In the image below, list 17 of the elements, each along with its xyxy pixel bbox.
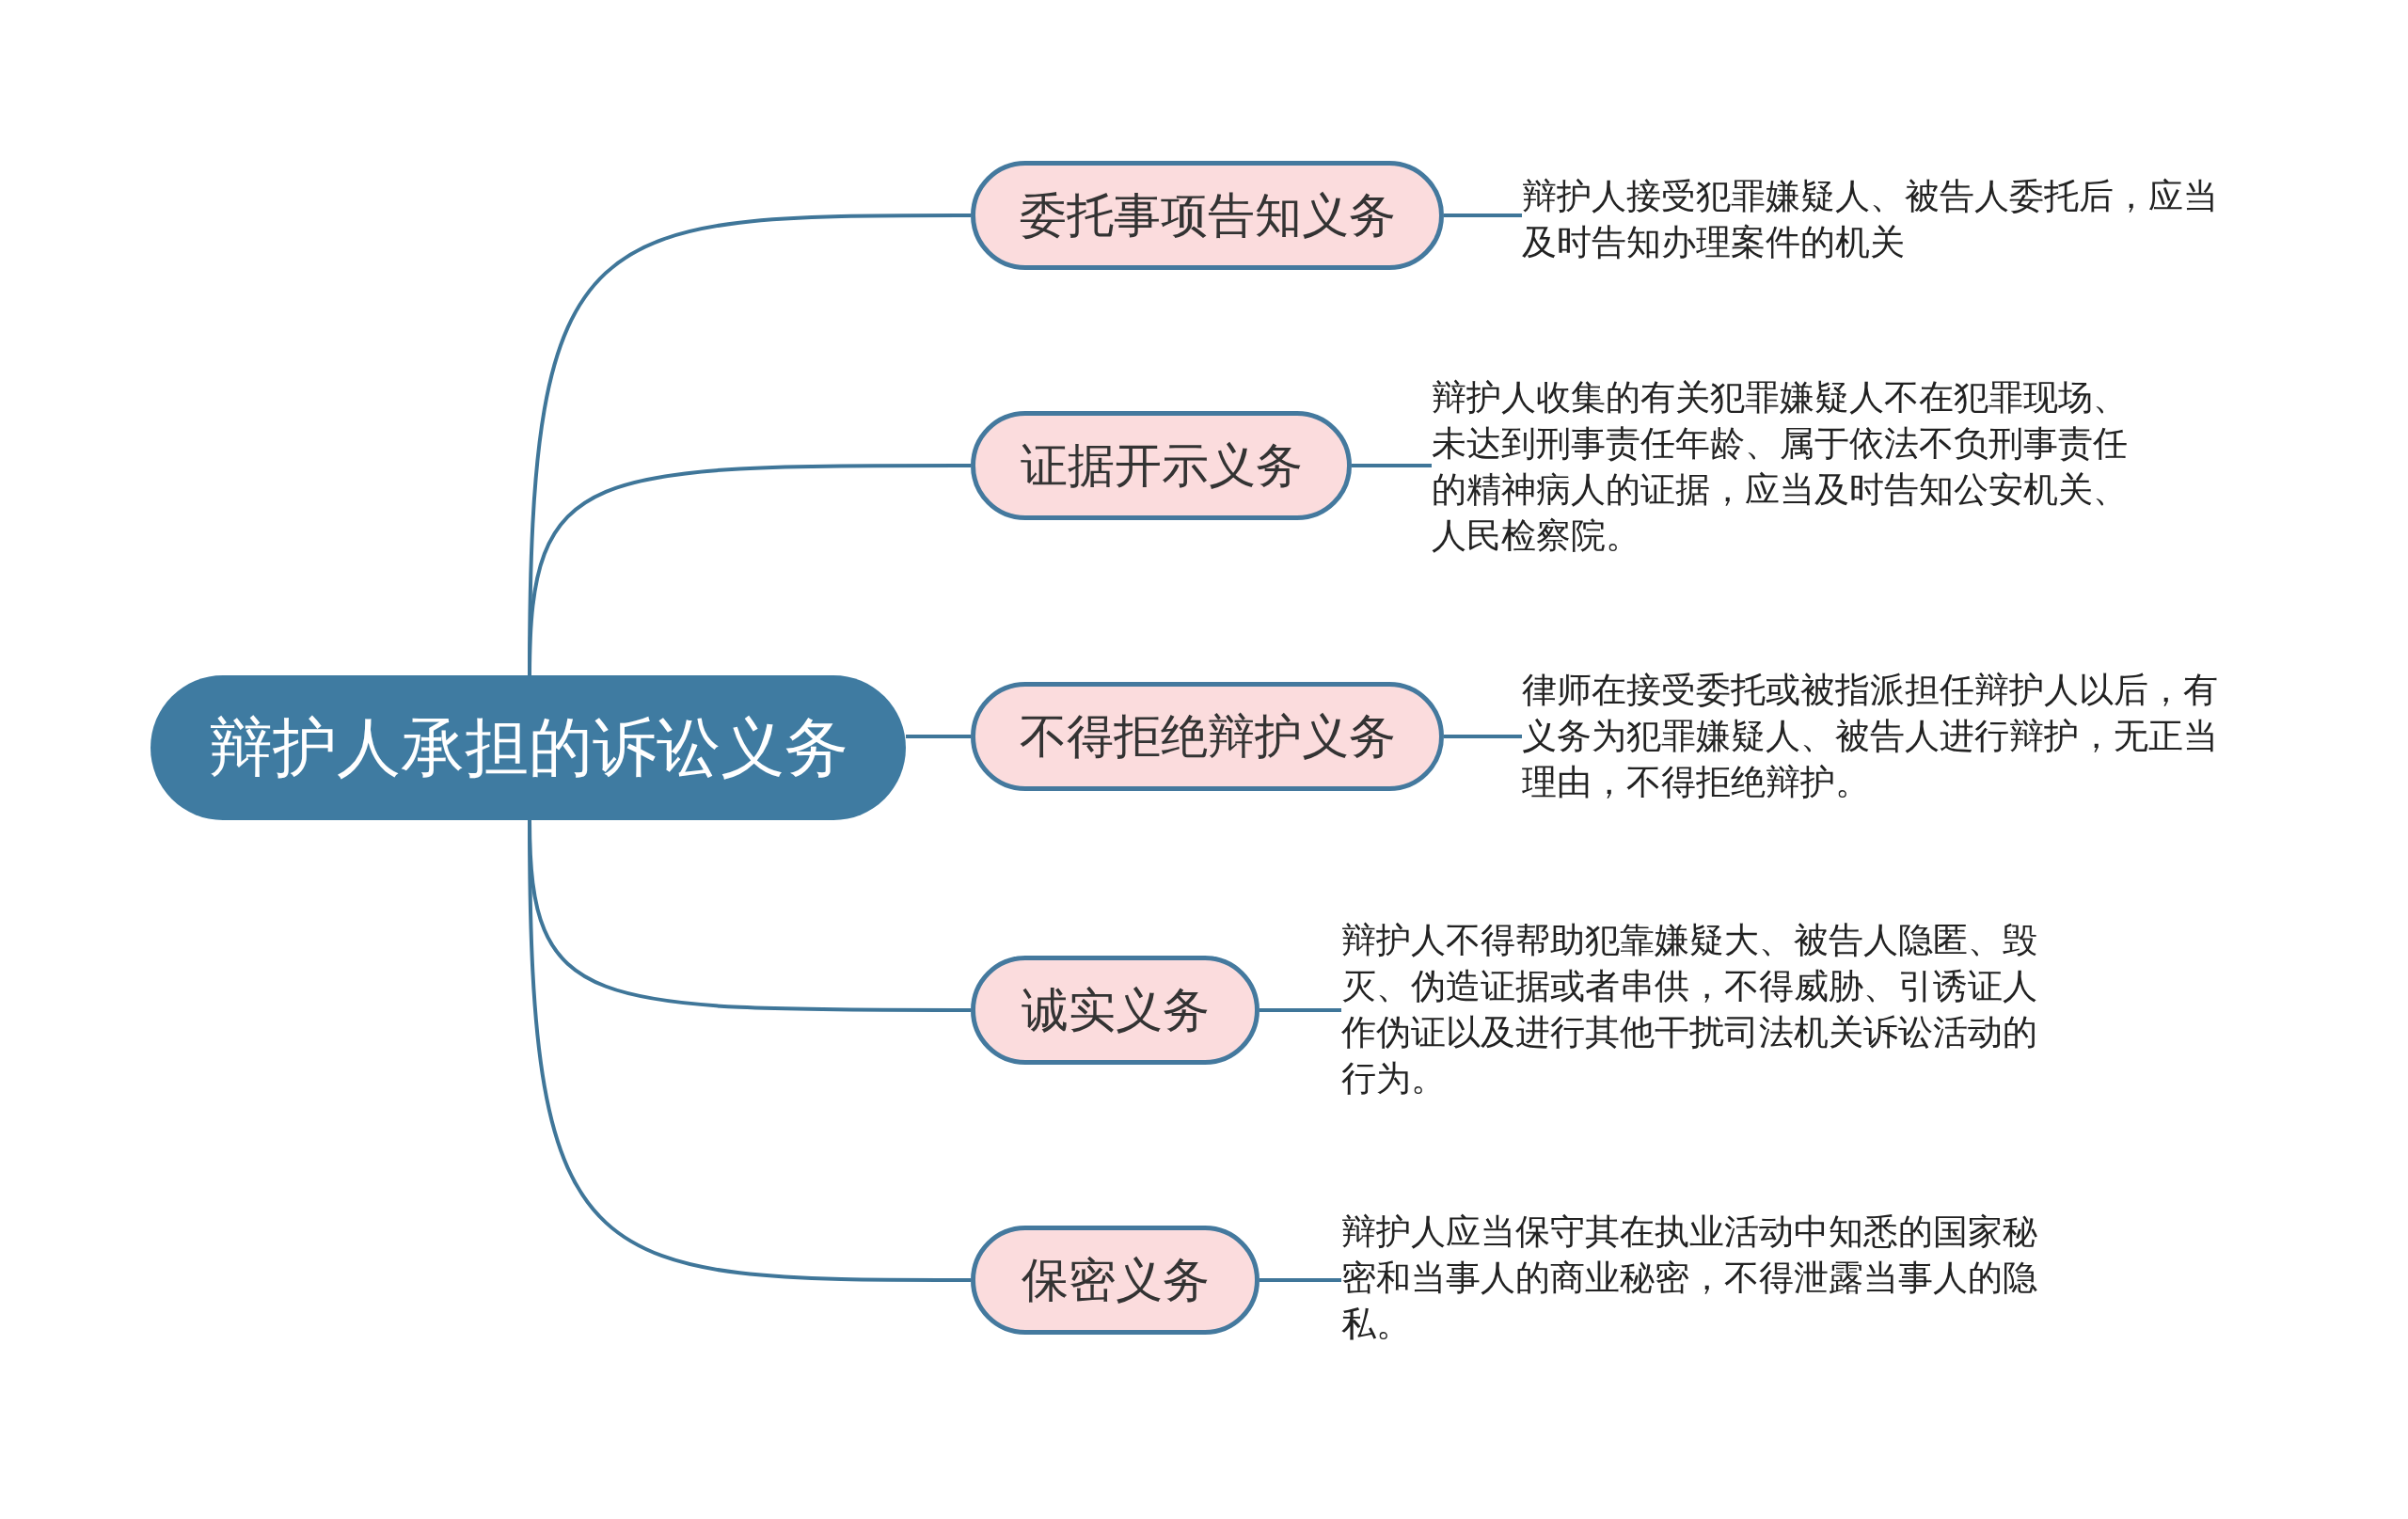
connector-line bbox=[906, 735, 971, 738]
connector-line bbox=[1444, 214, 1522, 217]
topic-pill: 不得拒绝辩护义务 bbox=[971, 682, 1444, 791]
topic-pill: 委托事项告知义务 bbox=[971, 161, 1444, 270]
connector-line bbox=[1444, 735, 1522, 738]
connector-line bbox=[1259, 1278, 1341, 1282]
connector-line bbox=[1352, 464, 1432, 467]
description-text: 辩护人应当保守其在执业活动中知悉的国家秘密和当事人的商业秘密，不得泄露当事人的隐私。 bbox=[1341, 1209, 2066, 1347]
topic-pill: 诚实义务 bbox=[971, 956, 1259, 1065]
description-text: 辩护人收集的有关犯罪嫌疑人不在犯罪现场、未达到刑事责任年龄、属于依法不负刑事责任的精神病人的证据，应当及时告知公安机关、人民检察院。 bbox=[1432, 374, 2156, 558]
topic-pill: 证据开示义务 bbox=[971, 411, 1352, 520]
connector-line bbox=[1259, 1008, 1341, 1012]
description-text: 律师在接受委托或被指派担任辩护人以后，有义务为犯罪嫌疑人、被告人进行辩护，无正当理由，不得拒绝辩护。 bbox=[1522, 667, 2246, 805]
description-text: 辩护人不得帮助犯靠嫌疑大、被告人隐匿、毁灭、伪造证据或者串供，不得威胁、引诱证人作伪证以及进行其他干扰司法机关诉讼活动的行为。 bbox=[1341, 917, 2066, 1100]
description-text: 辩护人接受犯罪嫌疑人、被告人委托后，应当及时告知办理案件的机关 bbox=[1522, 172, 2246, 266]
topic-pill: 保密义务 bbox=[971, 1226, 1259, 1335]
root-topic-pill: 辩护人承担的诉讼义务 bbox=[150, 675, 906, 820]
